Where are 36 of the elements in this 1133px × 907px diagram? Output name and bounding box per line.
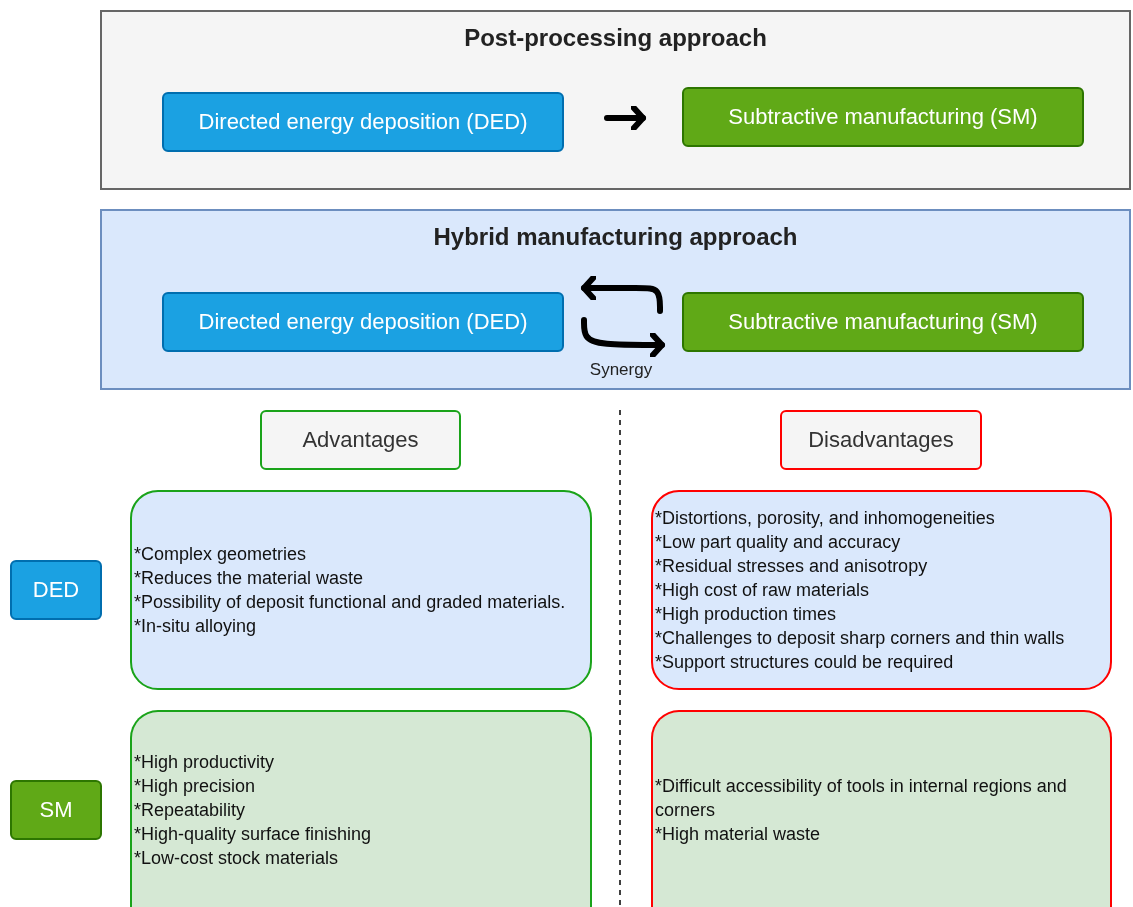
list-item: *Complex geometries xyxy=(134,543,308,566)
list-item: *Reduces the material waste xyxy=(134,567,365,590)
list-item: *Support structures could be required xyxy=(655,651,955,674)
list-item: *Residual stresses and anisotropy xyxy=(655,555,929,578)
note-text: Synergy xyxy=(588,360,654,380)
header-box: Advantages xyxy=(260,410,461,470)
process-box: Subtractive manufacturing (SM) xyxy=(682,292,1084,352)
list-item: *Distortions, porosity, and inhomogeneities xyxy=(655,507,996,530)
section-panel xyxy=(100,209,1131,390)
list-item: *Difficult accessibility of tools in internal regions and corners xyxy=(655,774,1068,822)
list-box xyxy=(651,490,1112,690)
section-title: Post-processing approach xyxy=(463,24,768,52)
list-item: *Low-cost stock materials xyxy=(134,846,340,870)
section-title: Hybrid manufacturing approach xyxy=(432,223,799,251)
list-item: *Challenges to deposit sharp corners and thin walls xyxy=(655,627,1066,650)
process-box: Directed energy deposition (DED) xyxy=(162,292,564,352)
list-item: *High productivity xyxy=(134,750,276,774)
list-item: *High cost of raw materials xyxy=(655,579,871,602)
process-box: SM xyxy=(10,780,102,840)
list-item: *High precision xyxy=(134,774,257,798)
list-item: *Repeatability xyxy=(134,798,247,822)
header-box: Disadvantages xyxy=(780,410,982,470)
list-item: *High material waste xyxy=(655,822,822,846)
list-box xyxy=(130,710,592,907)
list-box xyxy=(130,490,592,690)
arrow xyxy=(604,104,646,132)
process-box: Subtractive manufacturing (SM) xyxy=(682,87,1084,147)
section-panel xyxy=(100,10,1131,190)
process-box: DED xyxy=(10,560,102,620)
list-item: *Low part quality and accuracy xyxy=(655,531,902,554)
list-item: *In-situ alloying xyxy=(134,615,258,638)
list-item: *Possibility of deposit functional and graded materials. xyxy=(134,591,567,614)
process-box: Directed energy deposition (DED) xyxy=(162,92,564,152)
list-item: *High-quality surface finishing xyxy=(134,822,373,846)
list-box xyxy=(651,710,1112,907)
list-item: *High production times xyxy=(655,603,838,626)
